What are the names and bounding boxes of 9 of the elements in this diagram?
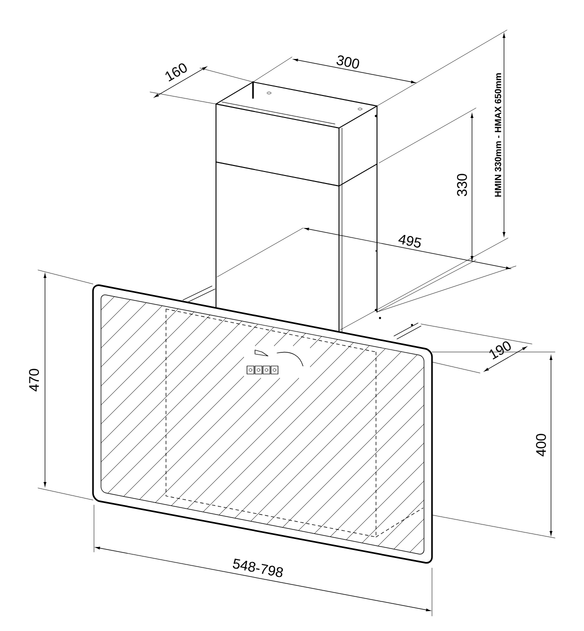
dimension-label: 548-798: [232, 558, 283, 578]
dimension-label: 330: [457, 174, 467, 196]
dimension-label: HMIN 330mm - HMAX 650mm: [494, 73, 502, 197]
dimension-label: 400: [536, 434, 546, 456]
dimension-label: 495: [398, 234, 422, 248]
dimension-label: 300: [336, 55, 360, 69]
dimension-label: 160: [165, 63, 187, 82]
dimension-label: 190: [489, 341, 511, 360]
dimension-label: 470: [29, 368, 39, 392]
